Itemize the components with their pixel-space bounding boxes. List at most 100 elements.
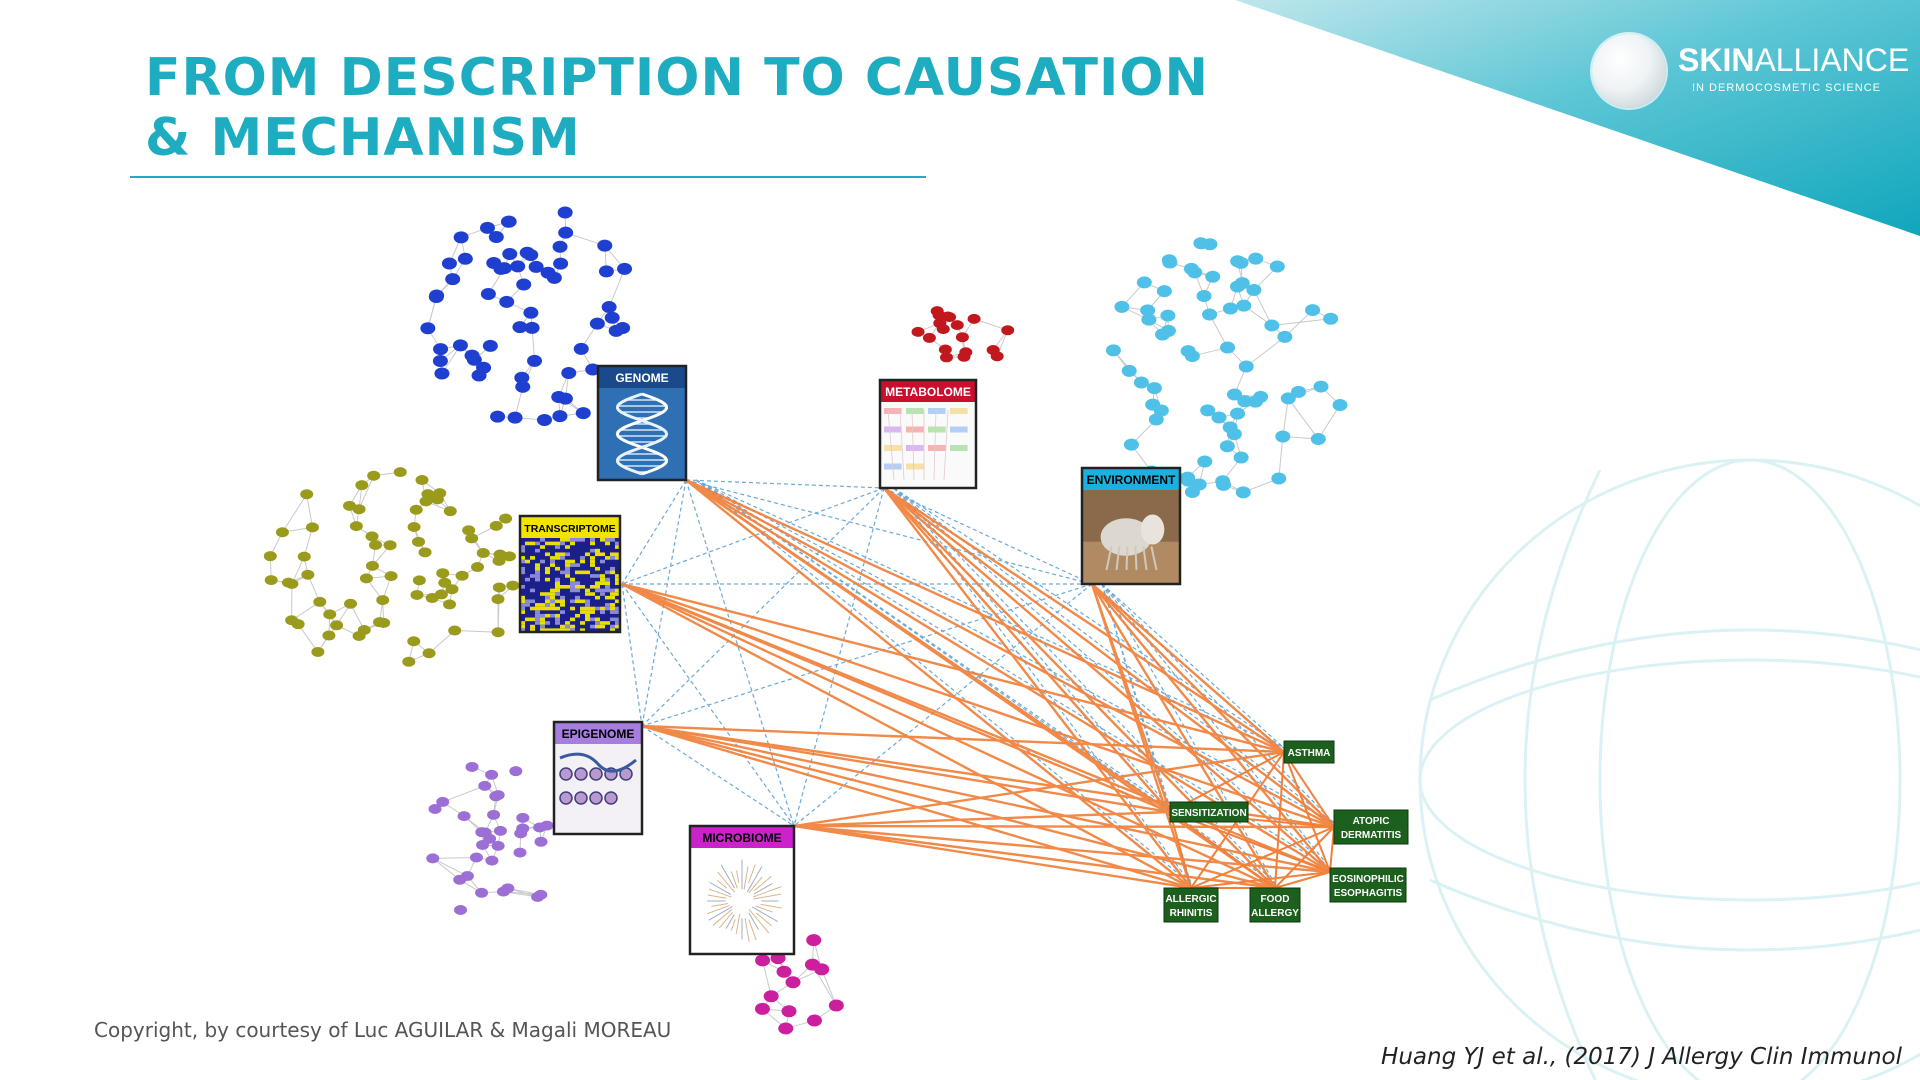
genome-node xyxy=(601,301,617,314)
transcriptome-node xyxy=(275,527,289,538)
genome-node xyxy=(527,354,543,367)
genome-node xyxy=(585,363,601,376)
transcriptome-panel-header xyxy=(520,516,620,538)
transcriptome-node xyxy=(476,548,490,559)
transcriptome-panel: TRANSCRIPTOME xyxy=(518,514,622,634)
genome-node xyxy=(615,321,631,334)
metabolic-map-icon xyxy=(880,402,976,488)
environment-node xyxy=(1187,266,1203,279)
genome-node xyxy=(457,252,473,265)
transcriptome-node xyxy=(384,571,398,582)
phylogenetic-tree-icon xyxy=(690,848,794,954)
metabolome-node xyxy=(933,318,947,329)
genome-node xyxy=(453,231,469,244)
epigenome-node xyxy=(436,796,450,807)
environment-node xyxy=(1219,440,1235,453)
omic-link xyxy=(621,583,643,727)
slide-title-line-1: FROM DESCRIPTION TO CAUSATION xyxy=(145,48,1210,108)
rhinitis-disease-label-line: RHINITIS xyxy=(1170,908,1213,919)
eosinophilic-disease-label-line: EOSINOPHILIC xyxy=(1332,874,1404,885)
genome-node xyxy=(524,321,540,334)
environment-node xyxy=(1136,276,1152,289)
genome-node-cluster xyxy=(420,206,634,427)
environment-node xyxy=(1280,392,1296,405)
genome-node xyxy=(519,246,535,259)
environment-node xyxy=(1236,299,1252,312)
genome-node xyxy=(486,257,502,270)
genome-node xyxy=(617,262,633,275)
omic-disease-dashed-link xyxy=(893,487,1285,749)
transcriptome-node xyxy=(436,568,450,579)
omic-link xyxy=(685,479,885,489)
disease-link xyxy=(1169,811,1192,889)
omic-disease-link xyxy=(793,824,1276,890)
genome-node xyxy=(573,342,589,355)
environment-node xyxy=(1220,341,1236,354)
epigenome-node xyxy=(534,836,548,847)
transcriptome-node xyxy=(377,617,391,628)
microbiome-panel-label: MICROBIOME xyxy=(702,831,781,845)
transcriptome-node xyxy=(491,594,505,605)
disease-link xyxy=(1190,871,1331,889)
transcriptome-node xyxy=(492,582,506,593)
genome-node xyxy=(452,339,468,352)
sensitization-disease-label-line: SENSITIZATION xyxy=(1171,808,1246,819)
epigenome-node xyxy=(513,847,527,858)
environment-node xyxy=(1237,395,1253,408)
environment-node xyxy=(1121,364,1137,377)
environment-node xyxy=(1191,478,1207,491)
environment-node xyxy=(1105,344,1121,357)
environment-node xyxy=(1197,455,1213,468)
environment-node xyxy=(1156,285,1172,298)
genome-node xyxy=(512,321,528,334)
omic-disease-link xyxy=(883,487,1331,873)
transcriptome-node xyxy=(359,573,373,584)
genome-node xyxy=(516,278,532,291)
environment-node xyxy=(1313,380,1329,393)
omic-disease-dashed-link xyxy=(1101,583,1276,885)
transcriptome-node xyxy=(349,521,363,532)
transcriptome-node xyxy=(402,656,416,667)
metabolome-panel-header xyxy=(880,380,976,402)
environment-node xyxy=(1160,309,1176,322)
transcriptome-node xyxy=(422,648,436,659)
genome-node xyxy=(598,265,614,278)
genome-node xyxy=(432,354,448,367)
epigenome-node-cluster xyxy=(426,761,554,915)
genome-node xyxy=(557,206,573,219)
genome-node xyxy=(552,240,568,253)
omic-disease-link xyxy=(1090,583,1277,889)
transcriptome-node xyxy=(305,522,319,533)
transcriptome-node xyxy=(443,599,457,610)
transcriptome-node xyxy=(311,646,325,657)
transcriptome-node xyxy=(499,513,513,524)
transcriptome-node xyxy=(383,540,397,551)
disease-link xyxy=(1274,871,1331,889)
epigenome-node xyxy=(540,820,554,831)
genome-panel-label: GENOME xyxy=(615,371,668,385)
microbiome-node xyxy=(755,954,771,967)
environment-node xyxy=(1222,302,1238,315)
omic-disease-link xyxy=(685,478,1285,754)
environment-node xyxy=(1246,283,1262,296)
microbiome-node xyxy=(806,1014,822,1027)
globe-watermark xyxy=(1418,458,1920,1080)
epigenome-node xyxy=(478,780,492,791)
metabolome-node xyxy=(943,312,957,323)
omic-disease-dashed-link xyxy=(893,487,1331,869)
disease-link xyxy=(1274,751,1285,889)
environment-node xyxy=(1332,399,1348,412)
omic-disease-dashed-link xyxy=(695,479,1192,885)
microbiome-node xyxy=(806,934,822,947)
omic-link xyxy=(641,725,795,827)
microbiome-panel-header xyxy=(690,826,794,848)
omic-disease-link xyxy=(883,487,1171,813)
transcriptome-node xyxy=(323,609,337,620)
transcriptome-node xyxy=(418,547,432,558)
transcriptome-node xyxy=(438,577,452,588)
genome-node xyxy=(480,287,496,300)
transcriptome-node xyxy=(367,470,381,481)
environment-panel-header xyxy=(1082,468,1180,490)
